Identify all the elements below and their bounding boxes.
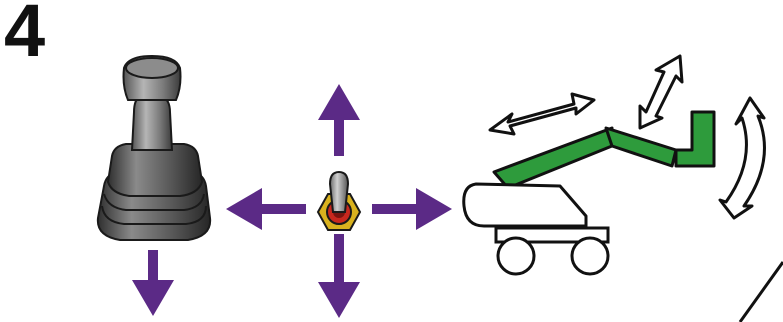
arrow-right: [372, 188, 452, 230]
arrow-down: [318, 234, 360, 318]
slope-line: [740, 262, 783, 322]
toggle-lever: [330, 172, 348, 212]
arrow-left: [226, 188, 306, 230]
toggle-switch-icon: [318, 172, 360, 230]
joystick-icon: [98, 56, 210, 240]
joystick-boot-top: [108, 144, 202, 196]
lower-boom: [494, 128, 612, 188]
boom-lift-icon: [464, 112, 714, 274]
joystick-down-arrow: [132, 250, 174, 316]
turntable: [464, 184, 586, 226]
rotate-arrow: [720, 98, 764, 218]
jib-platform: [676, 112, 714, 166]
wheel-front: [498, 238, 534, 274]
joystick-shaft: [132, 96, 172, 150]
jib-raise-arrow: [640, 56, 682, 128]
arrow-up: [318, 84, 360, 156]
boom-extend-arrow: [490, 94, 594, 134]
wheel-rear: [572, 238, 608, 274]
upper-boom: [606, 128, 676, 166]
